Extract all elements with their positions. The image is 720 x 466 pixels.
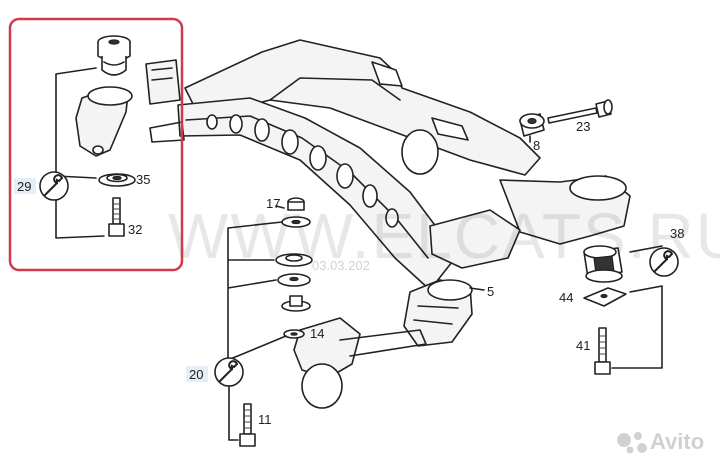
rubber-mount-38 xyxy=(583,245,623,283)
part-label-41: 41 xyxy=(576,338,590,353)
avito-logo-icon: Avito xyxy=(617,429,704,454)
bushing-8 xyxy=(519,113,545,137)
part-label-38: 38 xyxy=(670,226,684,241)
long-bolt-23 xyxy=(547,99,613,124)
part-label-44: 44 xyxy=(559,290,573,305)
watermark: WWW.ELCATS.RU 03.03.202 xyxy=(168,200,720,273)
wrench-icon xyxy=(214,357,244,387)
label-box-29 xyxy=(14,178,36,194)
top-mount-bushing xyxy=(97,35,131,76)
wrench-icon xyxy=(39,171,69,201)
part-label-14: 14 xyxy=(310,326,324,341)
part-stack-left xyxy=(227,197,313,361)
watermark-date: 03.03.202 xyxy=(312,258,370,273)
part-label-20: 20 xyxy=(189,367,203,382)
part-label-29: 29 xyxy=(17,179,31,194)
avito-brand-text: Avito xyxy=(650,429,704,454)
part-label-11: 11 xyxy=(258,412,272,427)
lightening-holes xyxy=(206,114,399,228)
washer-35 xyxy=(98,173,136,187)
part-label-8: 8 xyxy=(533,138,540,153)
bolt-32 xyxy=(108,197,125,237)
part-group-29: 29 35 32 xyxy=(14,35,150,239)
part-label-23: 23 xyxy=(576,119,590,134)
part-label-32: 32 xyxy=(128,222,142,237)
part-label-5: 5 xyxy=(487,284,494,299)
watermark-text: WWW.ELCATS.RU xyxy=(168,200,720,272)
bolt-41 xyxy=(594,327,611,375)
part-label-17: 17 xyxy=(266,196,280,211)
bolt-11 xyxy=(239,403,256,447)
subframe xyxy=(75,39,631,409)
label-box-20 xyxy=(186,366,208,382)
highlight-box xyxy=(8,17,184,272)
plate-44 xyxy=(583,287,627,307)
wrench-icon xyxy=(649,247,679,277)
part-label-35: 35 xyxy=(136,172,150,187)
